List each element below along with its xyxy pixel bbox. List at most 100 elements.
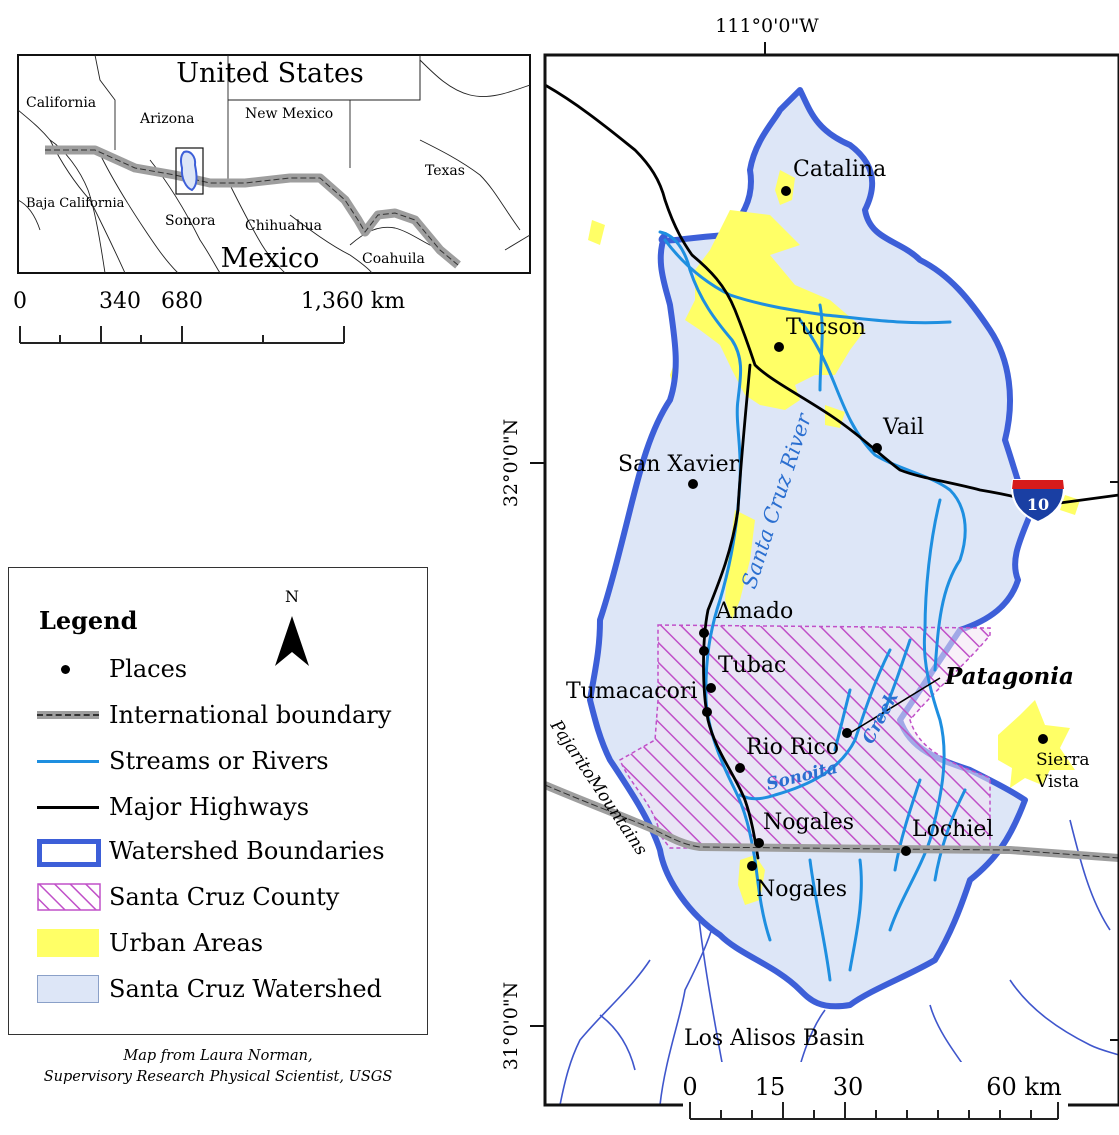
label-catalina: Catalina (793, 157, 886, 182)
place-dot-nogales-mx (747, 861, 757, 871)
latitude-label-32: 32°0'0"N (500, 419, 522, 507)
urban-area-icon (37, 929, 99, 957)
label-vista: Vista (1035, 772, 1079, 792)
inset-map: United States Mexico California Arizona … (13, 54, 531, 344)
inset-scale-tick: 0 (13, 289, 27, 314)
main-scale-bar (689, 1102, 1059, 1120)
latitude-label-31: 31°0'0"N (500, 982, 522, 1070)
legend-label: Major Highways (109, 793, 310, 821)
label-baja-california: Baja California (26, 196, 125, 211)
place-dots (688, 186, 1048, 871)
label-nogales-us: Nogales (763, 810, 854, 835)
streams (658, 230, 967, 982)
urban-sierra-vista (998, 700, 1075, 788)
main-scale-tick: 15 (755, 1073, 786, 1101)
inset-scale-tick: 340 (99, 289, 141, 314)
label-sierra: Sierra (1036, 750, 1090, 770)
label-texas: Texas (425, 163, 465, 179)
label-amado: Amado (715, 599, 793, 624)
legend-item-highways: Major Highways (33, 790, 309, 824)
label-los-alisos-basin: Los Alisos Basin (684, 1026, 865, 1051)
place-dot-vail (872, 443, 882, 453)
california-arizona-border (94, 55, 116, 150)
santa-cruz-river (658, 230, 772, 942)
interstate-10-shield (1011, 479, 1065, 524)
main-scale-tick: 0 (682, 1073, 697, 1101)
inset-scale-tick: 1,360 km (301, 289, 405, 314)
inset-scale-tick: 680 (161, 289, 203, 314)
place-dot-tubac-2 (706, 683, 716, 693)
place-dot-catalina (781, 186, 791, 196)
main-scale-tick: 60 km (986, 1073, 1062, 1101)
place-labels: Catalina Tucson Vail San Xavier Amado Tu… (566, 157, 993, 1051)
label-lochiel: Lochiel (912, 817, 993, 842)
legend-item-streams: Streams or Rivers (33, 744, 329, 778)
interstate-shield-number: 10 (1027, 495, 1049, 514)
watershed-fill-icon (37, 975, 99, 1003)
map-credit: Map from Laura Norman, Supervisory Resea… (8, 1046, 428, 1088)
legend-title: Legend (39, 606, 138, 635)
place-dot-patagonia (842, 728, 852, 738)
place-dot-icon (61, 665, 70, 674)
label-san-xavier: San Xavier (618, 452, 740, 477)
label-united-states: United States (176, 58, 364, 89)
legend-item-international-boundary: International boundary (33, 698, 391, 732)
place-dot-tumacacori (702, 707, 712, 717)
label-chihuahua: Chihuahua (245, 218, 322, 234)
place-dot-tubac-1 (699, 646, 709, 656)
main-map: 10 111°0'0"W 32°0'0"N 31°0'0"N Catalina (500, 15, 1119, 1135)
legend-label: International boundary (109, 701, 392, 729)
legend-item-urban: Urban Areas (33, 926, 263, 960)
place-dot-lochiel (901, 846, 911, 856)
interstate-10 (545, 83, 1042, 507)
legend-item-watershed: Santa Cruz Watershed (33, 972, 382, 1006)
sonoita-creek (738, 648, 892, 801)
north-arrow: N (275, 587, 309, 666)
label-vail: Vail (882, 415, 924, 440)
patagonia-leader-line (849, 677, 941, 734)
watershed-boundary-icon (37, 839, 101, 867)
highway-line-icon (37, 806, 99, 809)
label-california: California (26, 95, 96, 111)
place-dot-tucson (774, 342, 784, 352)
label-nogales-mx: Nogales (756, 877, 847, 902)
label-patagonia: Patagonia (944, 663, 1074, 690)
legend-label: Santa Cruz County (109, 883, 340, 911)
legend-label: Urban Areas (109, 929, 264, 957)
boundary-line-icon (37, 714, 99, 716)
label-rio-rico: Rio Rico (746, 735, 839, 760)
legend-label: Watershed Boundaries (109, 837, 385, 865)
label-tubac: Tubac (718, 653, 786, 678)
label-coahuila: Coahuila (362, 251, 425, 267)
longitude-label: 111°0'0"W (715, 15, 819, 37)
credit-line-2: Supervisory Research Physical Scientist,… (43, 1069, 393, 1085)
place-dot-amado (699, 628, 709, 638)
legend: Legend N Places International boundary S… (8, 567, 428, 1035)
legend-item-county: Santa Cruz County (33, 880, 339, 914)
label-sonora: Sonora (165, 213, 216, 229)
legend-item-places: Places (33, 652, 187, 686)
main-scale-tick: 30 (833, 1073, 864, 1101)
inset-watershed (179, 150, 198, 192)
label-tumacacori: Tumacacori (566, 679, 697, 704)
place-dot-rio-rico-1 (735, 763, 745, 773)
county-hatch-icon (37, 883, 101, 911)
label-mexico: Mexico (221, 243, 320, 274)
legend-item-watershed-boundaries: Watershed Boundaries (33, 834, 385, 868)
place-dot-nogales-us (754, 838, 764, 848)
stream-line-icon (37, 760, 99, 763)
credit-line-1: Map from Laura Norman, (123, 1048, 313, 1064)
place-dot-sierra-vista (1038, 734, 1048, 744)
main-scale-bar-background (683, 1062, 1068, 1135)
place-dot-san-xavier (688, 479, 698, 489)
label-new-mexico: New Mexico (245, 106, 333, 122)
north-arrow-icon (275, 616, 309, 666)
legend-label: Places (109, 655, 188, 683)
label-tucson: Tucson (786, 315, 866, 340)
north-arrow-label: N (285, 587, 299, 606)
inset-study-area-box (175, 147, 204, 195)
legend-label: Santa Cruz Watershed (109, 975, 382, 1003)
label-arizona: Arizona (139, 111, 194, 127)
inset-frame (17, 54, 531, 274)
legend-label: Streams or Rivers (109, 747, 329, 775)
